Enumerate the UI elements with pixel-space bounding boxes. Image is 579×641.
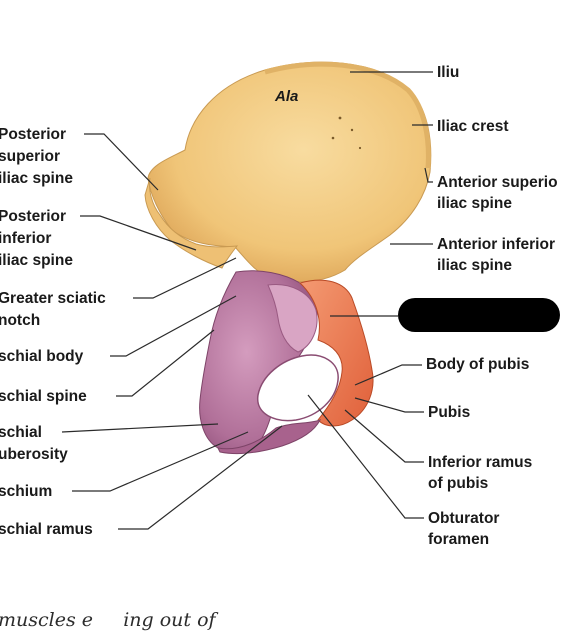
label-sciatic-line1: Greater sciatic: [0, 290, 106, 307]
obturator-foramen-hole: [257, 354, 339, 422]
label-inferior-ramus-line2: of pubis: [428, 475, 488, 492]
label-sciatic-line2: notch: [0, 312, 40, 329]
label-piis-line3: iliac spine: [0, 252, 73, 269]
label-obturator-line1: Obturator: [428, 510, 499, 527]
right-labels: Iliu Iliac crest Anterior superio iliac …: [426, 64, 558, 548]
posterior-spines-edge: [144, 177, 239, 269]
label-piis-line1: Posterior: [0, 208, 66, 225]
label-psis-line2: superior: [0, 148, 60, 165]
label-ischium: schium: [0, 483, 52, 500]
leader-obturator: [307, 394, 424, 519]
leader-inferior-ramus: [344, 409, 424, 463]
leader-ischial-spine: [116, 329, 215, 397]
ala-label: Ala: [274, 88, 298, 105]
label-pubis: Pubis: [428, 404, 470, 421]
label-inferior-ramus-line1: Inferior ramus: [428, 454, 532, 471]
iliac-crest-rim: [264, 61, 431, 169]
label-iliac-crest: Iliac crest: [437, 118, 509, 135]
label-aiis-line2: iliac spine: [437, 257, 512, 274]
label-ischial-ramus: schial ramus: [0, 521, 93, 538]
hip-bone-illustration: [144, 61, 432, 455]
label-psis-line1: Posterior: [0, 126, 66, 143]
leader-asis: [424, 167, 433, 183]
leader-pubis: [354, 397, 424, 413]
acetabulum-rim: [267, 283, 318, 353]
leader-tuberosity: [61, 423, 219, 433]
leader-psis: [84, 133, 159, 191]
label-tuberosity-line2: uberosity: [0, 446, 68, 463]
leader-piis: [80, 215, 197, 251]
pubis-region: [299, 279, 374, 427]
ilium-surface-marks: [331, 116, 362, 150]
left-labels: Posterior superior iliac spine Posterior…: [0, 126, 106, 538]
label-ilium: Iliu: [437, 64, 459, 81]
label-ischial-body: schial body: [0, 348, 84, 365]
label-psis-line3: iliac spine: [0, 170, 73, 187]
redaction-bar: [398, 298, 560, 332]
label-aiis-line1: Anterior inferior: [437, 236, 555, 253]
label-obturator-line2: foramen: [428, 531, 489, 548]
leader-sciatic: [133, 257, 237, 299]
label-body-of-pubis: Body of pubis: [426, 356, 529, 373]
handwritten-note: muscles e ing out of: [0, 609, 219, 631]
leader-ischial-ramus: [118, 425, 283, 530]
label-ischial-spine: schial spine: [0, 388, 87, 405]
label-piis-line2: inferior: [0, 230, 51, 247]
label-asis-line2: iliac spine: [437, 195, 512, 212]
leader-body-of-pubis: [354, 364, 422, 386]
leader-ischium: [72, 431, 249, 492]
label-tuberosity-line1: schial: [0, 424, 42, 441]
leader-lines: [61, 71, 433, 530]
leader-ischial-body: [110, 295, 237, 357]
label-asis-line1: Anterior superio: [437, 174, 558, 191]
ischial-ramus-band: [217, 419, 322, 455]
